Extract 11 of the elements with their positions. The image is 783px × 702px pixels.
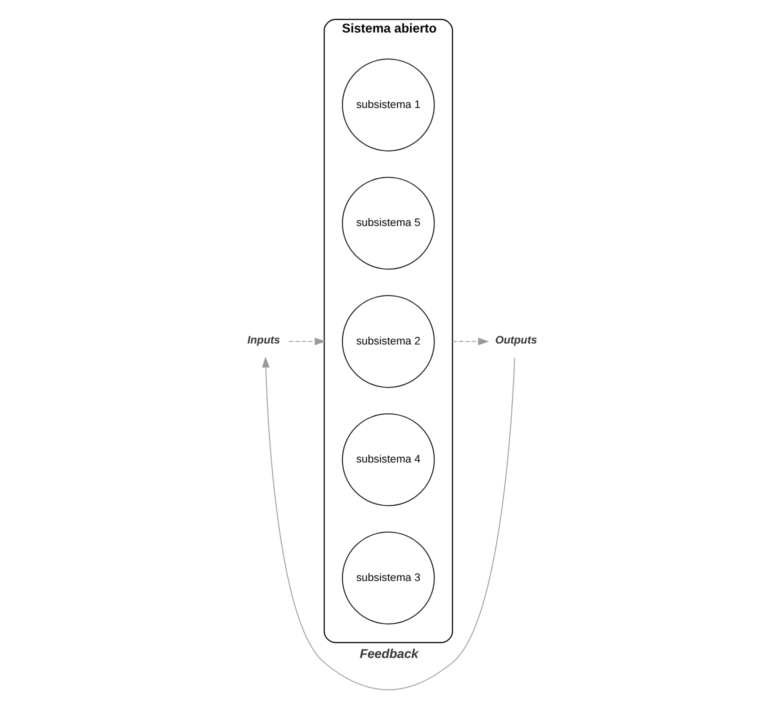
node-circle: subsistema 4	[341, 413, 434, 506]
node-circle: subsistema 1	[341, 58, 434, 152]
node-text: Inputs	[246, 334, 280, 346]
arrow	[288, 338, 326, 346]
node-text: Outputs	[494, 334, 537, 346]
edge-label: Feedback	[359, 646, 418, 662]
node-circle: subsistema 5	[341, 176, 434, 270]
node-circle: subsistema 3	[341, 532, 434, 624]
node-circle: subsistema 2	[341, 295, 434, 388]
arrow	[452, 338, 489, 346]
arrow	[261, 356, 515, 690]
